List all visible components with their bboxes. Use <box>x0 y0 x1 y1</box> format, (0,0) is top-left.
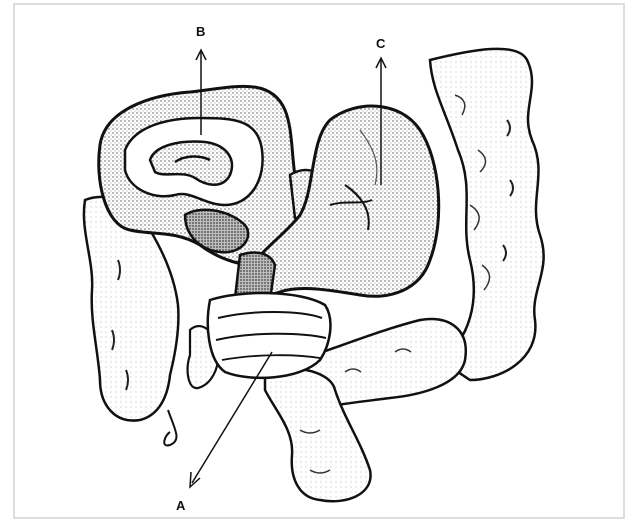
label-a: A <box>176 498 186 513</box>
label-c: C <box>376 36 386 51</box>
constriction-band <box>208 293 331 378</box>
label-b: B <box>196 24 205 39</box>
